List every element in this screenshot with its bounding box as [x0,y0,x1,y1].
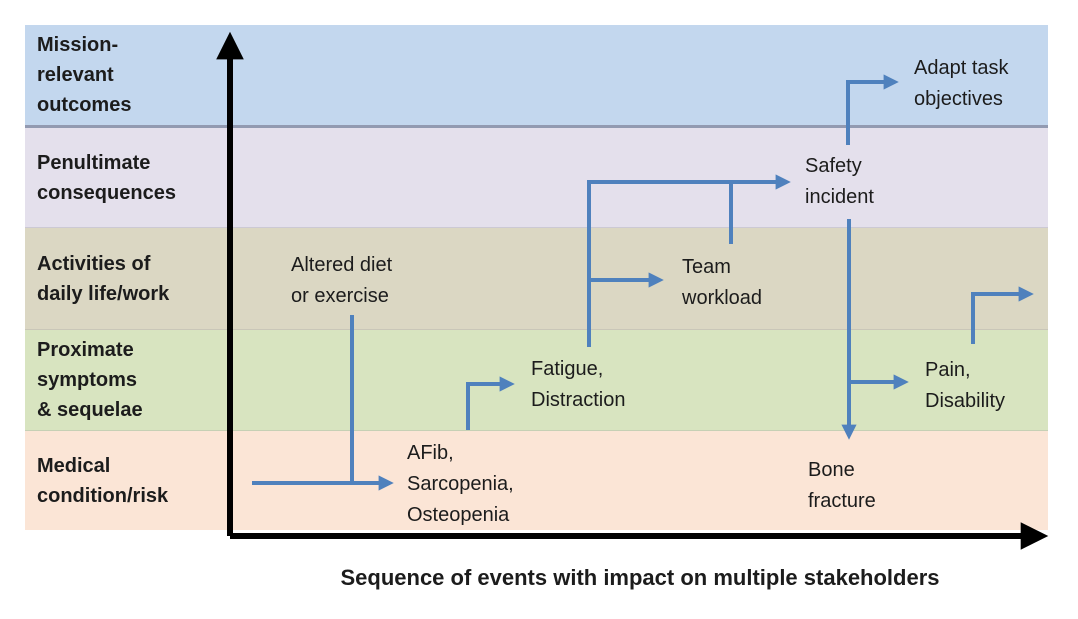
event-altered-diet: Altered diet or exercise [291,254,393,307]
band-label-symptoms: Proximate symptoms & sequelae [37,339,143,421]
band-label-medical: Medical condition/risk [37,454,169,507]
band-label-activities: Activities of daily life/work [37,252,170,305]
event-safety-incident: Safety incident [805,155,874,208]
event-adapt-task-objectives: Adapt task objectives [914,57,1009,110]
band-medical-condition-risk: Medical condition/risk [25,431,1048,530]
band-mission-relevant-outcomes: Mission- relevant outcomes [25,25,1048,128]
event-afib-sarcopenia-osteopenia: AFib, Sarcopenia, Osteopenia [407,442,514,526]
band-label-mission: Mission- relevant outcomes [37,34,132,116]
band-activities-daily-life: Activities of daily life/work [25,228,1048,330]
x-axis-title: Sequence of events with impact on multip… [340,565,940,590]
band-penultimate-consequences: Penultimate consequences [25,128,1048,228]
event-bone-fracture: Bone fracture [808,459,876,512]
event-team-workload: Team workload [682,256,763,309]
event-fatigue-distraction: Fatigue, Distraction [531,358,626,411]
event-pain-disability: Pain, Disability [925,359,1006,412]
band-label-penultimate: Penultimate consequences [37,151,176,204]
